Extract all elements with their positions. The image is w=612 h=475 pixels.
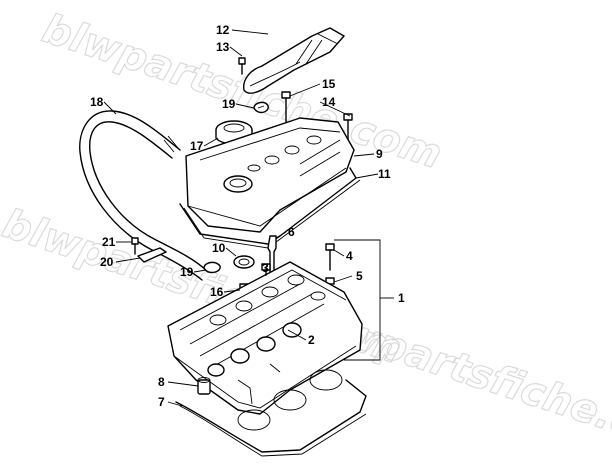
callout-18: 18 [90,95,104,109]
callout-14: 14 [322,95,336,109]
callout-4: 4 [346,249,353,263]
callout-16: 16 [210,285,224,299]
hose-clamp-upper[interactable] [253,101,269,114]
callout-6: 6 [288,225,295,239]
callout-20: 20 [100,255,114,269]
dowel-8[interactable] [197,377,211,395]
callout-2: 2 [308,333,315,347]
leader-lines [103,29,379,407]
callout-19-lower: 19 [180,265,194,279]
callout-17: 17 [190,139,204,153]
o-ring-10[interactable] [233,255,255,269]
callout-1: 1 [398,291,405,305]
bracket-20-21[interactable] [131,237,167,263]
bolt-4[interactable] [325,243,335,271]
valve-cover[interactable] [185,117,355,233]
callout-11: 11 [378,167,391,181]
callout-5: 5 [356,269,363,283]
intake-cover[interactable] [243,27,345,94]
callout-15: 15 [322,77,336,91]
callout-7: 7 [158,395,165,409]
head-gasket[interactable] [175,369,367,457]
callout-21: 21 [102,235,116,249]
callout-3: 3 [262,261,269,275]
bolt-15[interactable] [281,91,291,125]
callout-8: 8 [158,375,165,389]
callout-12: 12 [216,23,230,37]
screw-13[interactable] [238,57,246,75]
callout-9: 9 [376,147,383,161]
callout-19-upper: 19 [222,97,236,111]
callout-10: 10 [212,241,226,255]
callout-13: 13 [216,40,230,54]
hose-clamp-lower[interactable] [203,261,221,274]
assembly-bracket-1 [334,239,394,361]
callouts: 12 13 18 19 17 15 14 9 11 21 20 10 19 6 … [90,23,405,409]
